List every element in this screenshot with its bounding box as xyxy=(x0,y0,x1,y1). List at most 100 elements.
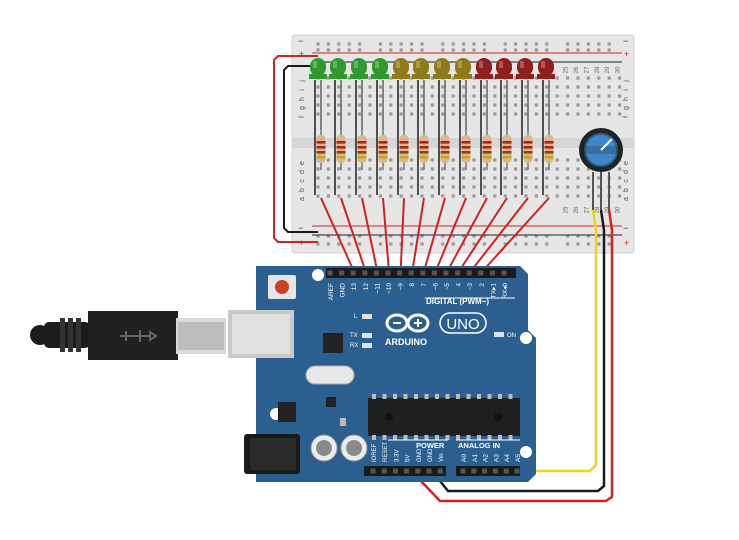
breadboard-hole xyxy=(618,185,622,189)
led-highlight xyxy=(458,61,462,68)
signal-wire-red xyxy=(457,197,508,273)
breadboard-hole xyxy=(389,76,393,80)
breadboard-rail-hole xyxy=(462,42,466,46)
led-yellow[interactable] xyxy=(393,58,409,76)
analog-pin-socket[interactable] xyxy=(482,468,488,474)
mcu-pin xyxy=(403,435,408,440)
power-pin-socket[interactable] xyxy=(437,468,443,474)
resistor-band xyxy=(544,141,554,144)
mounting-hole xyxy=(312,269,324,281)
breadboard-hole xyxy=(482,112,486,116)
led-highlight xyxy=(416,61,420,68)
led-yellow[interactable] xyxy=(413,58,429,76)
led-base xyxy=(433,74,451,79)
led-red[interactable] xyxy=(538,58,554,76)
breadboard-hole xyxy=(326,194,330,198)
analog-pin-socket[interactable] xyxy=(514,468,520,474)
analog-pin-label: A4 xyxy=(504,454,511,462)
breadboard-hole xyxy=(389,158,393,162)
breadboard-hole xyxy=(316,103,320,107)
led-yellow[interactable] xyxy=(434,58,450,76)
led-red[interactable] xyxy=(476,58,492,76)
breadboard-hole xyxy=(430,76,434,80)
led-green[interactable] xyxy=(372,58,388,76)
digital-pin-socket[interactable] xyxy=(373,270,379,276)
digital-pin-socket[interactable] xyxy=(362,270,368,276)
breadboard-hole xyxy=(472,112,476,116)
breadboard-hole xyxy=(451,185,455,189)
digital-pin-socket[interactable] xyxy=(431,270,437,276)
digital-pin-socket[interactable] xyxy=(397,270,403,276)
column-number-bottom: 26 xyxy=(574,206,580,213)
breadboard-hole xyxy=(503,167,507,171)
breadboard-rail-hole xyxy=(410,42,414,46)
breadboard-hole xyxy=(316,167,320,171)
breadboard-hole xyxy=(420,167,424,171)
breadboard-hole xyxy=(566,103,570,107)
power-pin-socket[interactable] xyxy=(426,468,432,474)
digital-pin-socket[interactable] xyxy=(489,270,495,276)
digital-pin-socket[interactable] xyxy=(501,270,507,276)
digital-pin-socket[interactable] xyxy=(327,270,333,276)
row-letter-left: e xyxy=(299,161,306,165)
analog-pin-socket[interactable] xyxy=(503,468,509,474)
breadboard-hole xyxy=(514,185,518,189)
led-yellow[interactable] xyxy=(455,58,471,76)
analog-pin-label: A0 xyxy=(461,454,468,462)
power-pin-socket[interactable] xyxy=(404,468,410,474)
breadboard-hole xyxy=(368,167,372,171)
analog-pin-socket[interactable] xyxy=(492,468,498,474)
analog-pin-socket[interactable] xyxy=(460,468,466,474)
breadboard-hole xyxy=(326,176,330,180)
breadboard-hole xyxy=(618,76,622,80)
breadboard-rail-hole xyxy=(597,234,601,238)
breadboard-hole xyxy=(420,185,424,189)
power-pin-socket[interactable] xyxy=(381,468,387,474)
digital-pin-socket[interactable] xyxy=(466,270,472,276)
breadboard-rail-hole xyxy=(472,242,476,246)
breadboard-hole xyxy=(482,185,486,189)
digital-pin-socket[interactable] xyxy=(408,270,414,276)
breadboard-hole xyxy=(514,167,518,171)
digital-pin-socket[interactable] xyxy=(455,270,461,276)
resistor-band xyxy=(482,156,492,159)
breadboard-hole xyxy=(420,103,424,107)
row-letter-right: b xyxy=(623,188,630,192)
digital-pin-socket[interactable] xyxy=(420,270,426,276)
breadboard-hole xyxy=(347,176,351,180)
power-pin-socket[interactable] xyxy=(415,468,421,474)
power-pin-socket[interactable] xyxy=(392,468,398,474)
breadboard-hole xyxy=(399,103,403,107)
breadboard-hole xyxy=(555,94,559,98)
led-red[interactable] xyxy=(517,58,533,76)
breadboard-rail-hole xyxy=(451,242,455,246)
breadboard-rail-hole xyxy=(524,42,528,46)
led-red[interactable] xyxy=(496,58,512,76)
analog-pin-socket[interactable] xyxy=(471,468,477,474)
potentiometer[interactable] xyxy=(579,128,623,210)
breadboard-hole xyxy=(503,194,507,198)
breadboard-hole xyxy=(472,158,476,162)
breadboard-hole xyxy=(441,103,445,107)
digital-pin-socket[interactable] xyxy=(478,270,484,276)
breadboard-rail-hole xyxy=(586,242,590,246)
led-green[interactable] xyxy=(330,58,346,76)
breadboard-rail-hole xyxy=(358,42,362,46)
breadboard-hole xyxy=(441,194,445,198)
power-pin-socket[interactable] xyxy=(370,468,376,474)
digital-pin-socket[interactable] xyxy=(350,270,356,276)
led-label-tx: TX xyxy=(350,333,358,339)
breadboard-rail-hole xyxy=(347,48,351,52)
breadboard-hole xyxy=(337,176,341,180)
digital-pin-socket[interactable] xyxy=(385,270,391,276)
resistor-band xyxy=(440,156,450,159)
breadboard-rail-hole xyxy=(597,42,601,46)
led-green[interactable] xyxy=(351,58,367,76)
digital-pin-socket[interactable] xyxy=(443,270,449,276)
breadboard-hole xyxy=(482,103,486,107)
breadboard-hole xyxy=(576,85,580,89)
led-green[interactable] xyxy=(310,58,326,76)
rail-plus-label-top: + xyxy=(299,49,304,59)
reset-button-cap[interactable] xyxy=(275,280,289,294)
digital-pin-socket[interactable] xyxy=(339,270,345,276)
